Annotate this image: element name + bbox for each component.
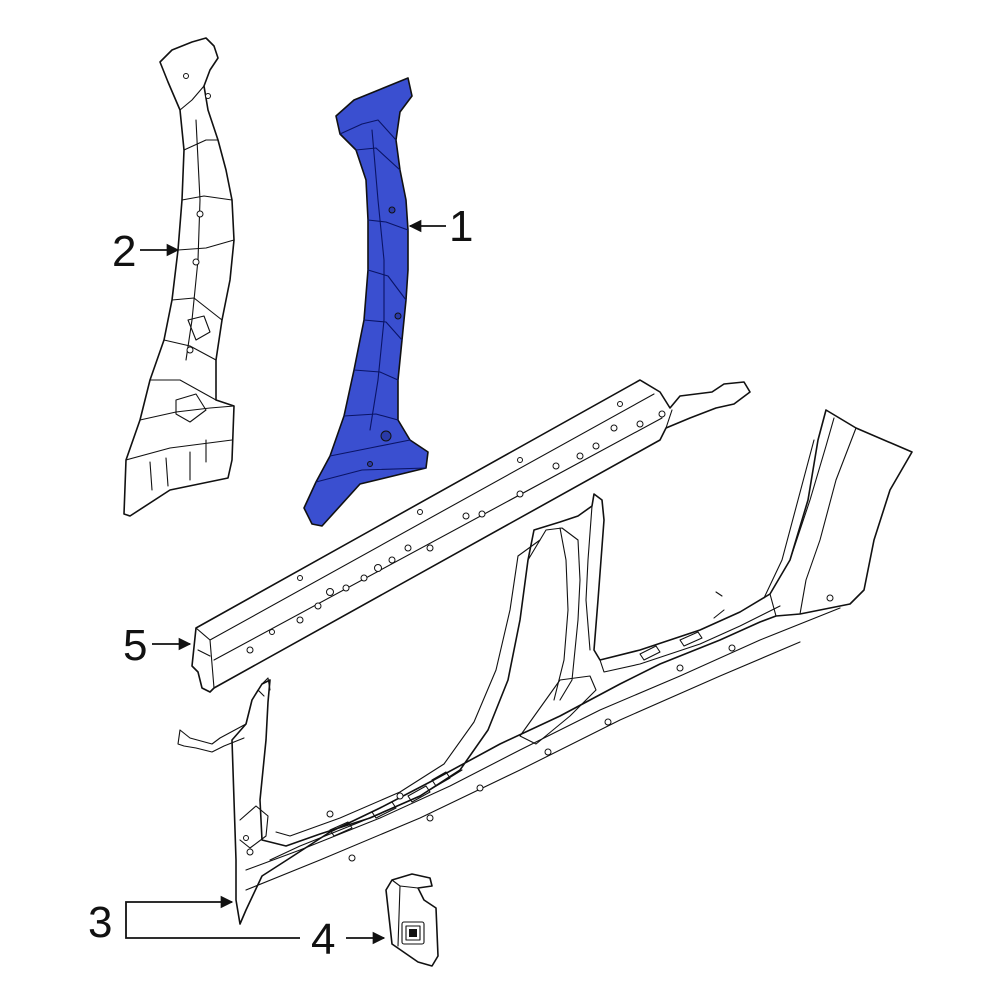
part-1-b-pillar-reinforcement[interactable] (303, 77, 429, 527)
callout-2[interactable]: 2 (112, 227, 136, 276)
callout-5[interactable]: 5 (123, 621, 147, 670)
part-2-inner-b-pillar[interactable] (123, 37, 235, 517)
part-4-bracket[interactable] (385, 873, 439, 967)
part-5-rocker-reinforcement[interactable] (191, 379, 751, 693)
callout-3[interactable]: 3 (88, 898, 112, 947)
callout-1[interactable]: 1 (449, 202, 473, 251)
leader-bracket-3 (125, 901, 132, 939)
part-3-side-aperture-panel[interactable] (177, 409, 913, 925)
callout-4[interactable]: 4 (311, 915, 335, 964)
